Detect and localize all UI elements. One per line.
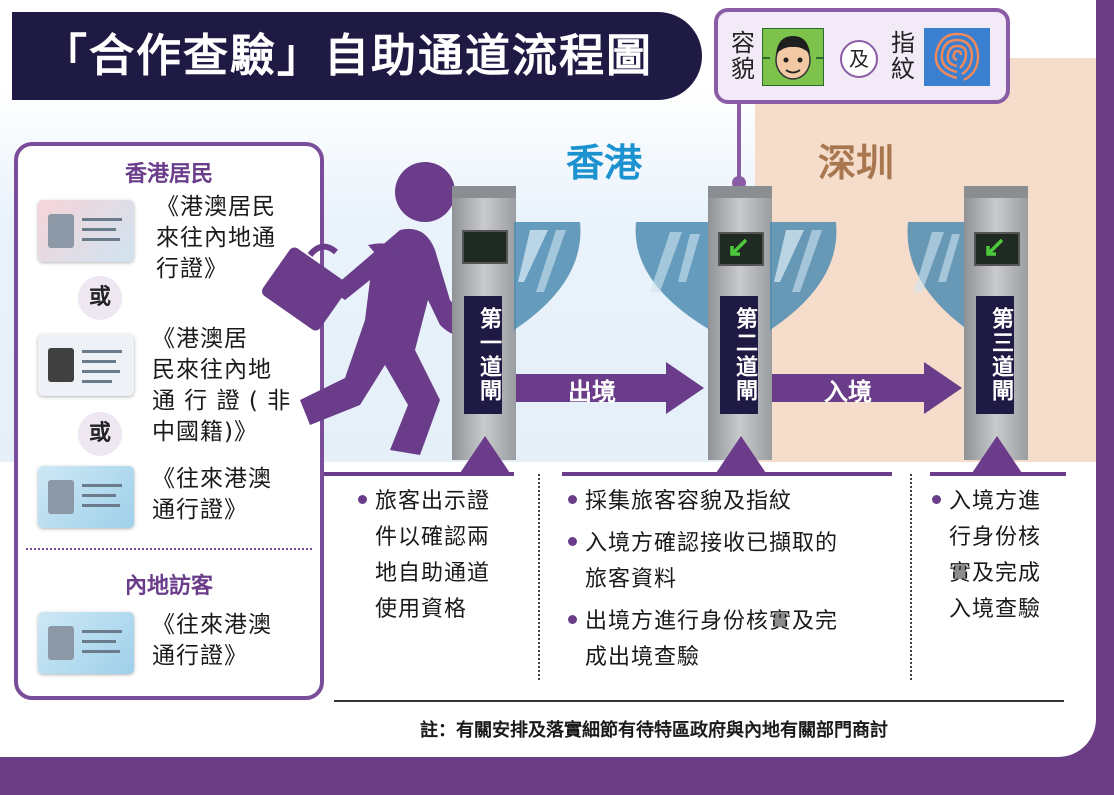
step-1-line: 件以確認兩 — [375, 525, 491, 550]
id-card-3 — [38, 466, 134, 528]
gate-1-label: 第一道閘 — [464, 296, 502, 414]
entry-arrow-label: 入境 — [824, 378, 872, 406]
hk-doc-2-line: 中國籍)》 — [152, 419, 258, 445]
gate-2-label: 第二道閘 — [720, 296, 758, 414]
gate-2-flap-left — [635, 222, 710, 330]
gate-2-cap — [708, 186, 772, 198]
step-3-line: 入境查驗 — [949, 597, 1042, 622]
hk-doc-2-line: 《港澳居 — [152, 326, 248, 352]
exit-arrow — [516, 362, 704, 414]
footnote: 註：有關安排及落實細節有待特區政府與內地有關部門商討 — [420, 720, 888, 741]
bullet-dot — [568, 494, 577, 504]
hk-doc-1-line: 來往內地通 — [156, 225, 276, 251]
exit-arrow-label: 出境 — [568, 378, 616, 406]
hk-doc-3-line: 《往來港澳 — [152, 466, 272, 492]
step-1-line: 使用資格 — [375, 597, 468, 622]
id-card-2 — [38, 334, 134, 396]
bullet-dot — [568, 536, 577, 546]
step-2-line: 成出境查驗 — [585, 645, 701, 670]
gate-1-flap — [514, 222, 581, 330]
mainland-visitors-heading: 內地訪客 — [124, 574, 213, 599]
page-title: 「合作查驗」自助通道流程圖 — [12, 12, 702, 100]
hk-doc-1-line: 行證》 — [156, 256, 228, 282]
check-arrow-icon — [730, 238, 748, 256]
content-panel: 「合作查驗」自助通道流程圖 容 貌 及 指 紋 — [0, 0, 1096, 757]
step-2-line: 出境方進行身份核實及完 — [585, 609, 839, 634]
hk-doc-2: 《港澳居 民來往內地 通 行 證 ( 非 中國籍)》 — [152, 324, 291, 448]
check-arrow-icon — [986, 238, 1004, 256]
fingerprint-icon — [924, 28, 990, 86]
region-hong-kong: 香港 — [566, 141, 643, 185]
column-divider — [538, 474, 540, 680]
gate-3-label: 第三道閘 — [976, 296, 1014, 414]
divider — [26, 548, 312, 550]
hk-doc-2-line: 通 行 證 ( 非 — [152, 388, 292, 414]
step-3-line: 實及完成 — [949, 561, 1042, 586]
hk-doc-1: 《港澳居民 來往內地通 行證》 — [156, 192, 276, 285]
id-card-1 — [38, 200, 134, 262]
step-2-line: 入境方確認接收已擷取的 — [585, 531, 839, 556]
hk-doc-1-line: 《港澳居民 — [156, 194, 276, 220]
gate-3-cap — [964, 186, 1028, 198]
footnote-rule — [334, 700, 1064, 702]
step-2-text: 採集旅客容貌及指紋 入境方確認接收已擷取的 旅客資料 出境方進行身份核實及完 成… — [568, 484, 838, 676]
bullet-dot — [358, 494, 367, 504]
gate-1-cap — [452, 186, 516, 198]
entry-arrow — [772, 362, 962, 414]
documents-box: 香港居民 《港澳居民 來往內地通 行證》 或 《港澳居 民來往內地 通 行 證 … — [14, 142, 324, 700]
finger-label-1: 指 — [891, 29, 915, 57]
pointer-1 — [458, 436, 512, 476]
hk-doc-3-line: 通行證》 — [152, 497, 248, 523]
face-label-1: 容 — [731, 29, 755, 57]
pointer-3 — [970, 436, 1024, 476]
pointer-2 — [714, 436, 768, 476]
bullet-dot — [568, 614, 577, 624]
step-3-line: 入境方進 — [949, 489, 1042, 514]
step-3-text: 入境方進 行身份核 實及完成 入境查驗 — [932, 484, 1041, 628]
gate-3-screen — [974, 232, 1020, 266]
mainland-doc-1: 《往來港澳 通行證》 — [152, 610, 272, 672]
or-badge: 或 — [78, 412, 122, 456]
hk-residents-heading: 香港居民 — [124, 162, 213, 187]
id-card-4 — [38, 612, 134, 674]
or-badge: 或 — [78, 276, 122, 320]
finger-label-2: 紋 — [891, 55, 915, 83]
step-1-line: 旅客出示證 — [375, 489, 491, 514]
step-1-line: 地自助通道 — [375, 561, 491, 586]
gate-3-flap — [907, 222, 968, 330]
step-line-1 — [324, 472, 514, 476]
step-3-line: 行身份核 — [949, 525, 1042, 550]
bullet-dot — [932, 494, 941, 504]
column-divider — [910, 474, 912, 680]
hk-doc-2-line: 民來往內地 — [152, 357, 272, 383]
face-label-2: 貌 — [731, 55, 755, 83]
gate-2-screen — [718, 232, 764, 266]
step-1-text: 旅客出示證 件以確認兩 地自助通道 使用資格 — [358, 484, 490, 628]
region-shenzhen: 深圳 — [818, 141, 895, 185]
biometrics-connector — [737, 104, 741, 182]
and-badge: 及 — [840, 40, 878, 78]
hk-doc-3: 《往來港澳 通行證》 — [152, 464, 272, 526]
step-2-line: 採集旅客容貌及指紋 — [585, 489, 793, 514]
gate-2-flap-right — [770, 222, 837, 330]
traveler-icon — [262, 162, 490, 455]
biometrics-box: 容 貌 及 指 紋 — [714, 8, 1010, 104]
mainland-doc-1-line: 《往來港澳 — [152, 612, 272, 638]
mainland-doc-1-line: 通行證》 — [152, 643, 248, 669]
gate-1-screen — [462, 230, 508, 264]
face-icon — [762, 28, 824, 86]
step-2-line: 旅客資料 — [585, 567, 678, 592]
